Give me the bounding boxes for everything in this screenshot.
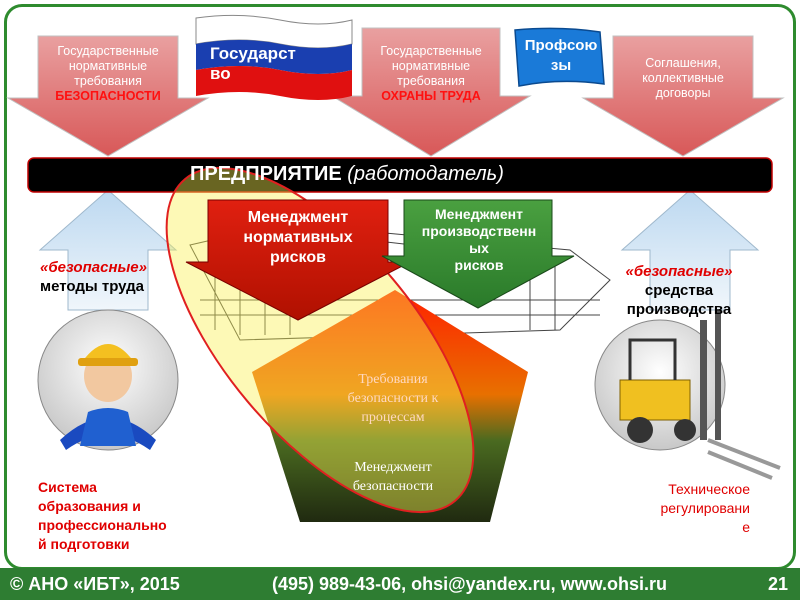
arrow-down-1: [6, 35, 210, 157]
process-req-line-1: Требования: [358, 372, 428, 387]
normative-risk-label: Менеджмент нормативных рисков: [212, 208, 384, 268]
arrow-2-line-1: Государственные: [380, 44, 482, 58]
enterprise-main: ПРЕДПРИЯТИЕ: [190, 163, 342, 185]
footer-bar: © АНО «ИБТ», 2015 (495) 989-43-06, ohsi@…: [0, 568, 800, 600]
arrow-2-emphasis: ОХРАНЫ ТРУДА: [381, 89, 481, 103]
risk-box-green: [381, 199, 575, 309]
arrow-down-2: [330, 27, 532, 157]
tech-regulation-line-2: регулировани: [660, 500, 750, 516]
safe-methods-quoted: «безопасные»: [40, 259, 147, 276]
safety-mgmt-line-1: Менеджмент: [354, 460, 432, 475]
enterprise-sub: (работодатель): [347, 163, 504, 185]
arrow-up-right: [620, 189, 760, 311]
arrow-3-line-1: Соглашения,: [645, 56, 721, 70]
arrow-1-emphasis: БЕЗОПАСНОСТИ: [55, 89, 161, 103]
safety-mgmt-line-2: безопасности: [352, 479, 434, 494]
flag-label-line-1: Государст: [210, 44, 296, 63]
safe-methods-rest: методы труда: [40, 278, 144, 295]
arrow-1-line-2: нормативные: [68, 59, 148, 73]
production-risk-line-4: рисков: [454, 257, 504, 273]
arrow-down-3: [581, 35, 785, 157]
union-label: Профсою зы: [520, 36, 602, 76]
enterprise-bar: [27, 157, 773, 193]
union-label-line-2: зы: [550, 57, 572, 74]
arrow-2-line-3: требования: [397, 74, 465, 88]
arrow-1-text: Государственные нормативные требования Б…: [38, 44, 178, 104]
arrow-1-line-1: Государственные: [57, 44, 159, 58]
enterprise-title: ПРЕДПРИЯТИЕ (работодатель): [190, 163, 630, 186]
page-number: 21: [767, 573, 788, 594]
safe-equipment: «безопасные» средства производства: [604, 262, 754, 319]
safe-equipment-line-2: производства: [626, 301, 732, 318]
arrow-3-text: Соглашения, коллективные договоры: [613, 56, 753, 101]
safe-equipment-line-1: средства: [644, 282, 714, 299]
safety-pentagon: [252, 290, 528, 522]
normative-risk-line-3: рисков: [270, 249, 326, 266]
education-caption: Система образования и профессионально й …: [38, 478, 238, 554]
tech-regulation-caption: Техническое регулировани е: [630, 480, 750, 537]
arrow-1-line-3: требования: [74, 74, 142, 88]
flag-label: Государст во: [210, 44, 350, 84]
education-line-3: профессионально: [38, 517, 167, 533]
safe-equipment-quoted: «безопасные»: [625, 263, 733, 280]
arrow-2-line-2: нормативные: [391, 59, 471, 73]
production-risk-label: Менеджмент производственн ых рисков: [404, 206, 554, 274]
arrow-2-text: Государственные нормативные требования О…: [362, 44, 500, 104]
safe-methods: «безопасные» методы труда: [40, 258, 190, 296]
tech-regulation-line-1: Техническое: [668, 481, 750, 497]
production-risk-line-1: Менеджмент: [435, 206, 523, 222]
footer-contact[interactable]: (495) 989-43-06, ohsi@yandex.ru, www.ohs…: [272, 573, 668, 594]
russian-flag-icon: [195, 14, 353, 100]
process-requirements: Требования безопасности к процессам: [318, 370, 468, 427]
production-risk-line-3: ых: [469, 240, 489, 256]
flag-label-line-2: во: [210, 64, 231, 83]
risk-box-red: [185, 199, 411, 321]
safety-management: Менеджмент безопасности: [318, 458, 468, 496]
arrow-3-line-2: коллективные: [642, 71, 724, 85]
tech-regulation-line-3: е: [742, 519, 750, 535]
normative-risk-line-2: нормативных: [243, 229, 353, 246]
forklift-icon: [594, 310, 781, 480]
arrow-3-line-3: договоры: [655, 86, 711, 100]
education-line-2: образования и: [38, 498, 141, 514]
footer-org: © АНО «ИБТ», 2015: [10, 573, 180, 594]
worker-icon: [37, 309, 179, 451]
process-req-line-3: процессам: [361, 410, 425, 425]
union-label-line-1: Профсою: [524, 37, 598, 54]
education-line-4: й подготовки: [38, 536, 130, 552]
education-line-1: Система: [38, 479, 97, 495]
union-banner: [514, 27, 605, 87]
arrow-up-left: [38, 189, 178, 311]
production-risk-line-2: производственн: [421, 223, 537, 239]
normative-risk-line-1: Менеджмент: [247, 209, 349, 226]
process-req-line-2: безопасности к: [347, 391, 439, 406]
